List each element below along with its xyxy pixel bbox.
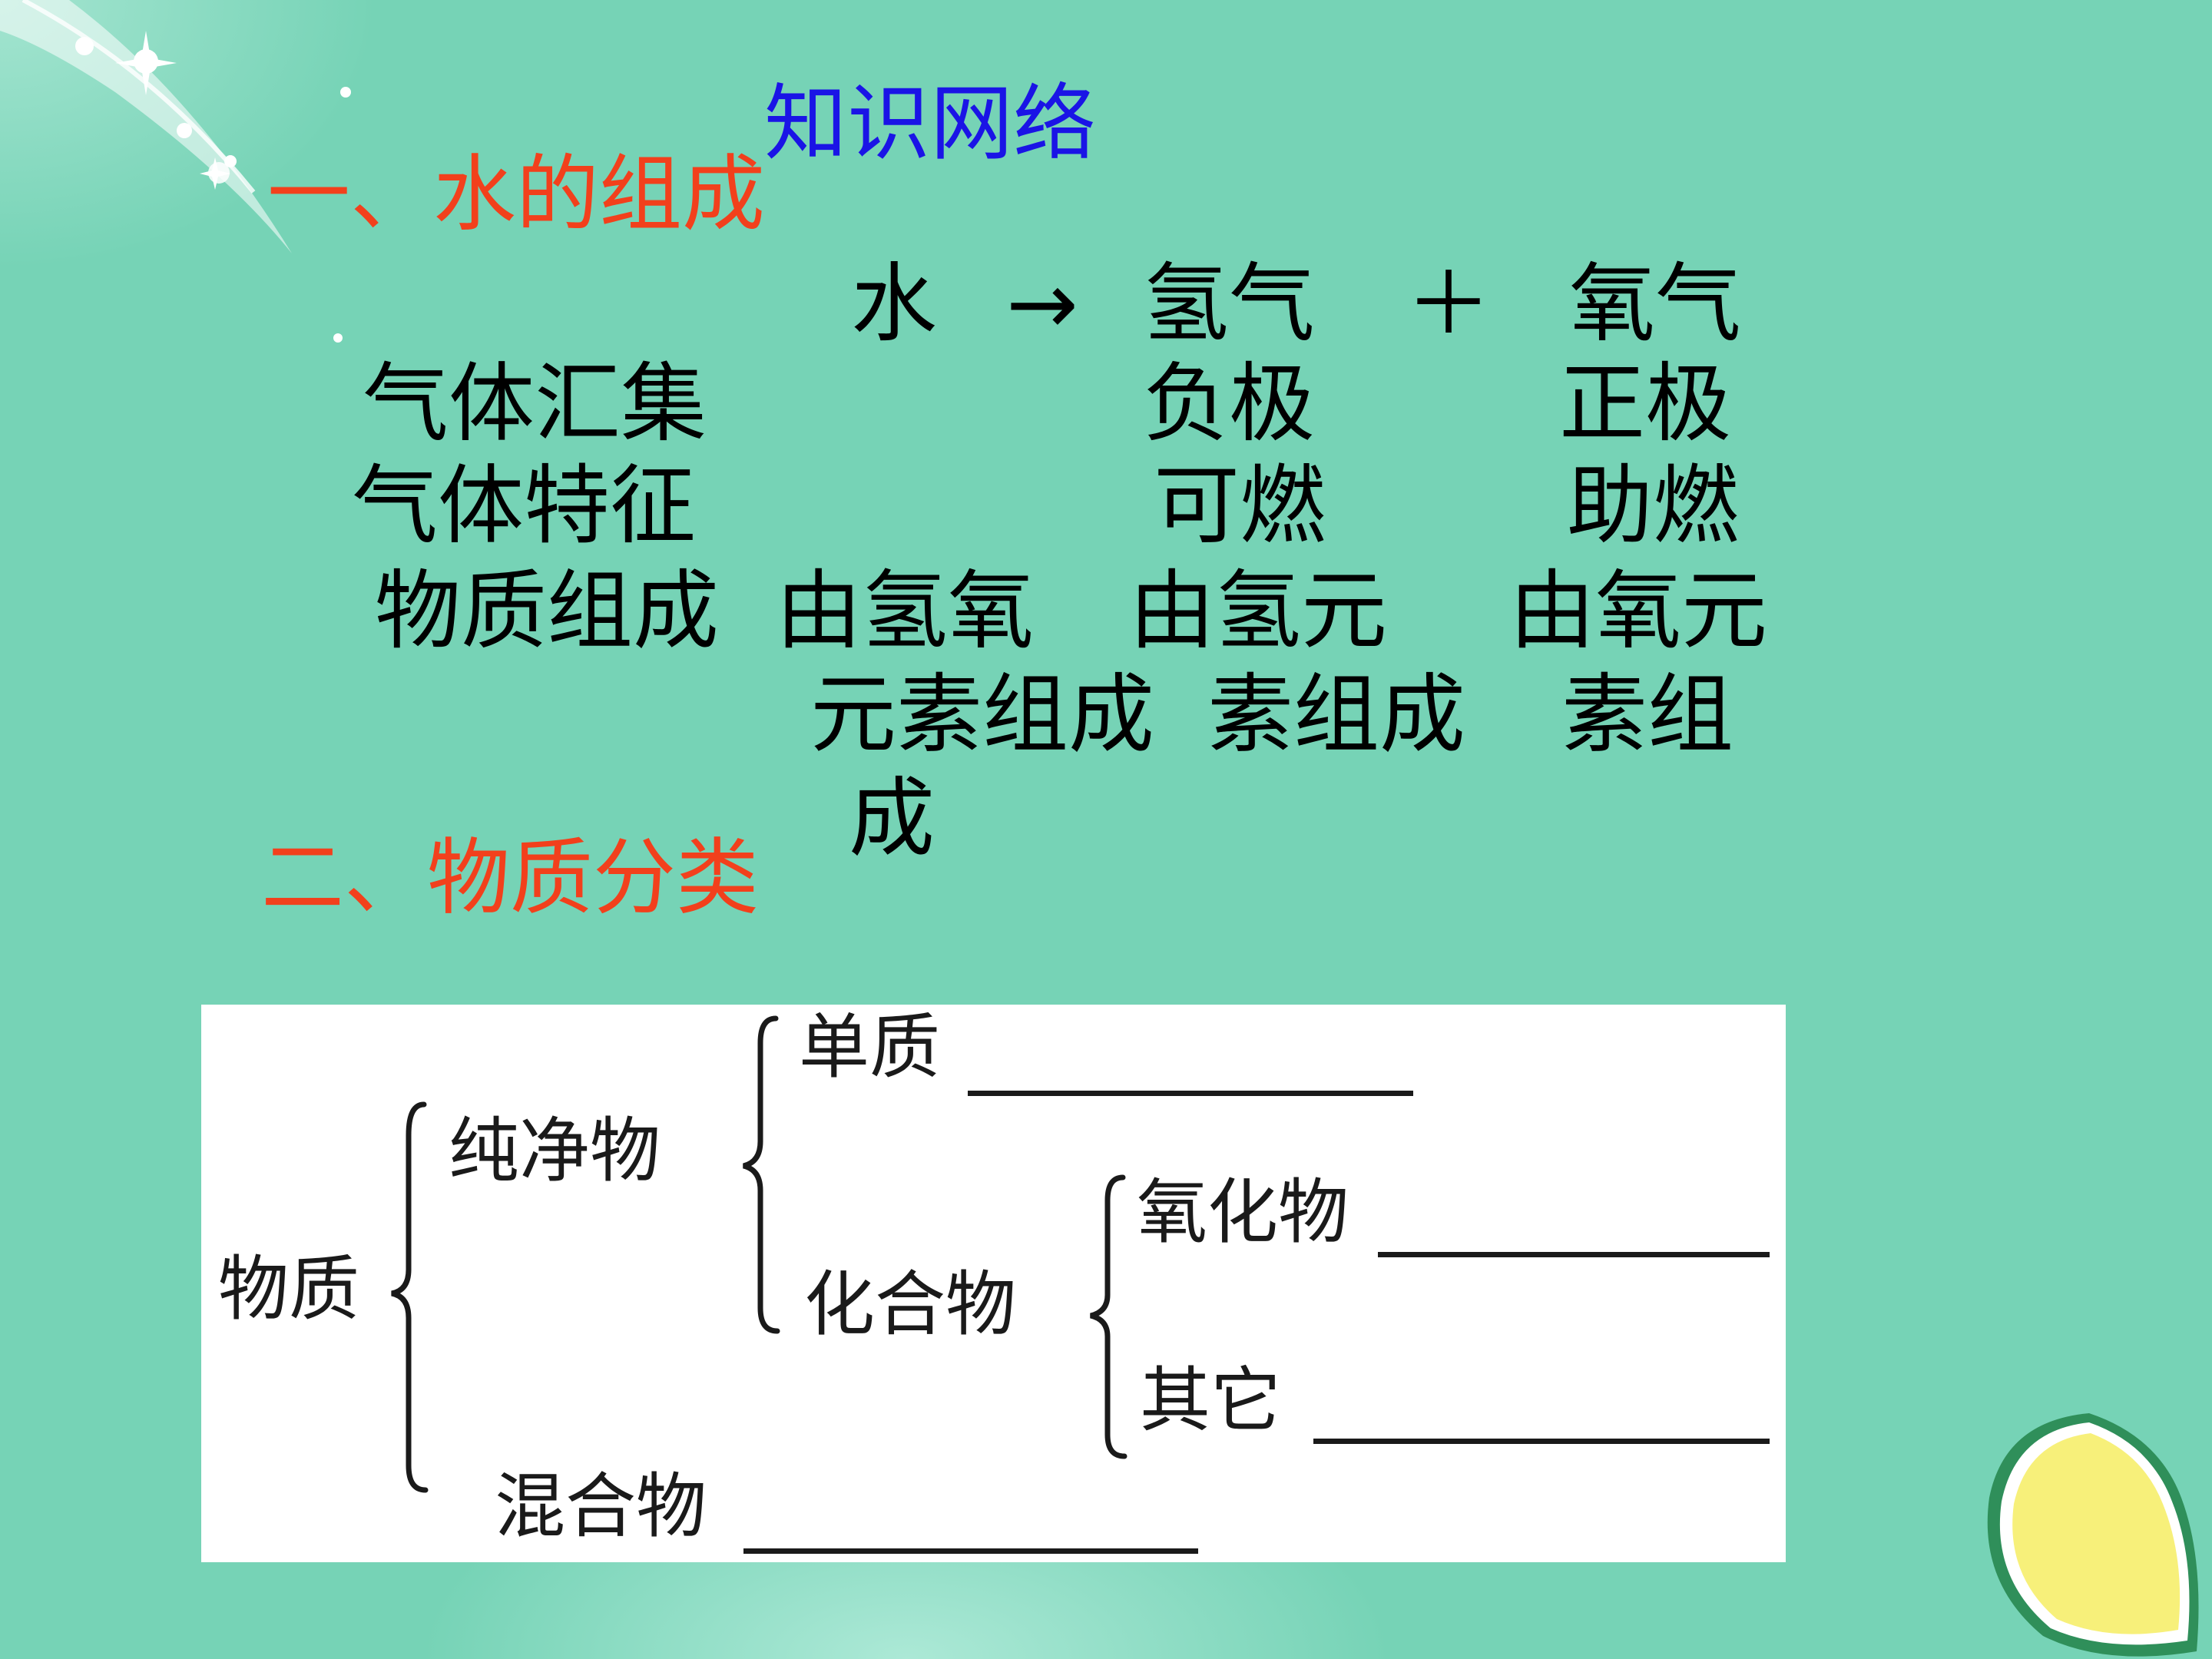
row-label-composition: 物质组成 [375,561,719,661]
section-heading-water-composition: 一、水的组成 [267,147,766,243]
equation-arrow: → [1006,254,1078,354]
section-heading-classification: 二、物质分类 [261,830,760,926]
slide-title: 知识网络 [764,76,1097,172]
classification-diagram: 物质 纯净物 单质 化合物 氧化物 其它 混合物 [201,1005,1786,1562]
brace-lines [391,1015,1128,1493]
diagram-node-oxide: 氧化物 [1137,1171,1349,1253]
cell-hydrogen-composition-line2: 素组成 [1207,665,1465,765]
row-label-gas-collection: 气体汇集 [363,354,707,454]
equation-oxygen: 氧气 [1569,254,1741,354]
row-label-gas-property: 气体特征 [352,456,696,556]
sparkle-decoration-icon [0,0,351,343]
other-answer-blank [1313,1439,1770,1444]
diagram-node-other: 其它 [1140,1359,1282,1442]
diagram-node-mixture: 混合物 [495,1465,707,1548]
mixture-answer-blank [743,1548,1198,1554]
cell-water-composition-line3: 成 [849,769,935,869]
element-answer-blank [968,1091,1413,1096]
diagram-node-compound: 化合物 [804,1263,1017,1346]
cell-oxygen-property: 助燃 [1567,456,1739,556]
equation-hydrogen: 氢气 [1143,254,1315,354]
cell-water-composition-line1: 由氢氧 [776,561,1034,661]
cell-oxygen-composition-line1: 由氧元 [1509,561,1767,661]
diagram-node-pure-substance: 纯净物 [449,1110,661,1192]
diagram-node-element: 单质 [799,1006,941,1088]
cell-hydrogen-composition-line1: 由氢元 [1129,561,1387,661]
cell-hydrogen-electrode: 负极 [1143,354,1315,454]
cell-oxygen-composition-line2: 素组 [1561,665,1734,765]
diagram-node-substance: 物质 [218,1248,360,1330]
cell-water-composition-line2: 元素组成 [810,665,1154,765]
oxide-answer-blank [1378,1252,1770,1257]
equation-plus: ＋ [1406,254,1492,354]
cell-oxygen-electrode: 正极 [1559,354,1731,454]
cell-hydrogen-property: 可燃 [1154,456,1326,556]
equation-water: 水 [851,254,937,354]
lemon-decoration-icon [1987,1413,2199,1657]
